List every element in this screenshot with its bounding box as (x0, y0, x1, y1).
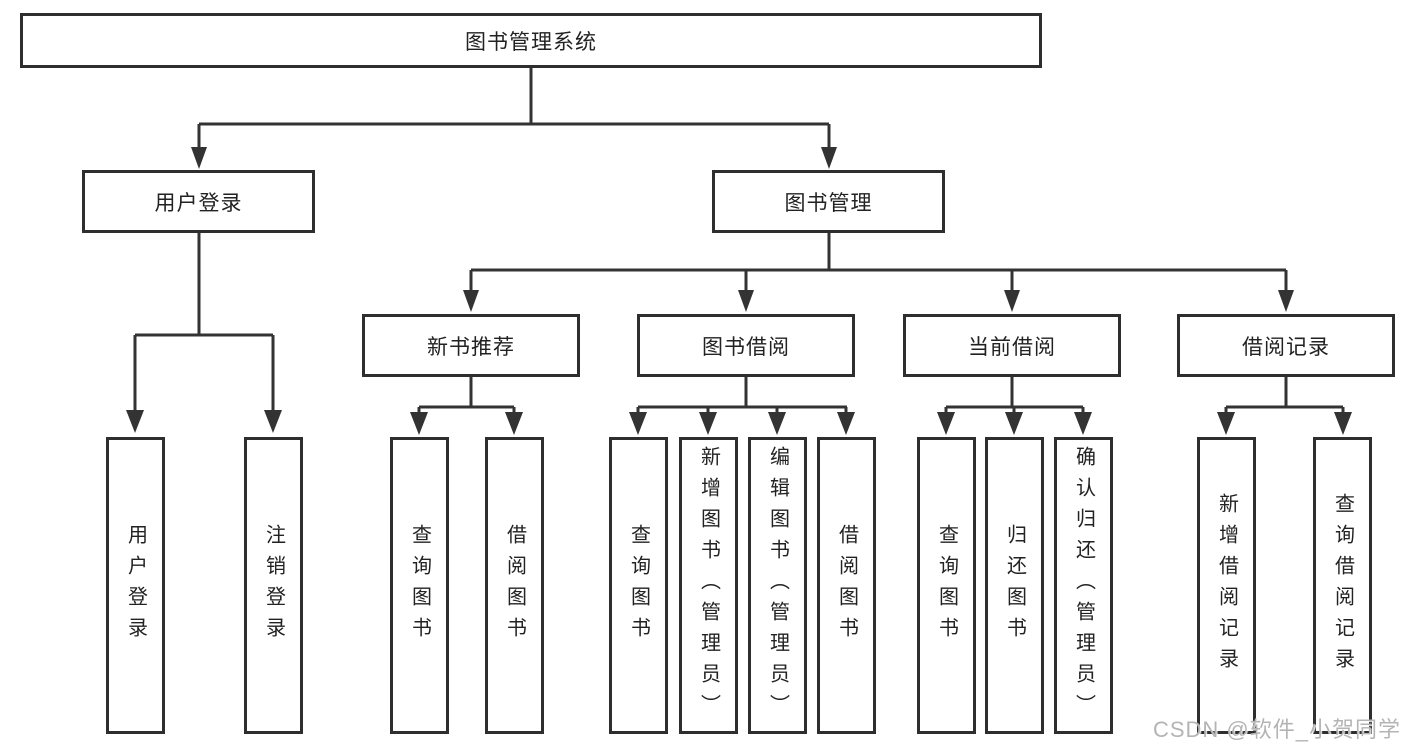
node-new-book-recommend-label: 新书推荐 (427, 335, 515, 359)
leaf-return-books-label: 归还图书 (1003, 523, 1026, 648)
node-borrowing-records: 借阅记录 (1177, 314, 1395, 377)
node-borrowing-records-label: 借阅记录 (1242, 335, 1330, 359)
leaf-logout-label: 注销登录 (262, 523, 285, 648)
leaf-return-books: 归还图书 (985, 437, 1044, 734)
arrowheads (126, 147, 1352, 435)
node-book-management: 图书管理 (712, 170, 945, 233)
node-user-login-label: 用户登录 (154, 191, 243, 215)
leaf-user-login-label: 用户登录 (124, 523, 147, 648)
leaf-confirm-return-admin: 确认归还（管理员） (1054, 437, 1113, 734)
leaf-borrow-books-label: 借阅图书 (835, 523, 858, 648)
node-current-borrowing-label: 当前借阅 (968, 335, 1056, 359)
leaf-query-books-borrow: 查询图书 (609, 437, 668, 734)
leaf-logout: 注销登录 (244, 437, 303, 734)
leaf-edit-books-admin: 编辑图书（管理员） (748, 437, 807, 734)
leaf-borrow-books-recommend: 借阅图书 (485, 437, 544, 734)
node-current-borrowing: 当前借阅 (903, 314, 1121, 377)
leaf-add-borrow-record-label: 新增借阅记录 (1215, 492, 1238, 679)
node-library-system: 图书管理系统 (20, 13, 1042, 68)
node-book-borrowing-label: 图书借阅 (702, 335, 790, 359)
leaf-query-borrow-record: 查询借阅记录 (1313, 437, 1372, 734)
leaf-borrow-books: 借阅图书 (817, 437, 876, 734)
leaf-add-books-admin-label: 新增图书（管理员） (697, 446, 720, 725)
node-book-management-label: 图书管理 (784, 191, 873, 215)
leaf-query-borrow-record-label: 查询借阅记录 (1331, 492, 1354, 679)
leaf-query-books-current-label: 查询图书 (935, 523, 958, 648)
leaf-add-borrow-record: 新增借阅记录 (1197, 437, 1256, 734)
leaf-edit-books-admin-label: 编辑图书（管理员） (766, 446, 789, 725)
node-new-book-recommend: 新书推荐 (362, 314, 580, 377)
leaf-add-books-admin: 新增图书（管理员） (679, 437, 738, 734)
leaf-query-books-recommend: 查询图书 (390, 437, 449, 734)
csdn-watermark: CSDN @软件_小贺同学 (1152, 717, 1401, 742)
node-library-system-label: 图书管理系统 (465, 30, 597, 54)
leaf-query-books-recommend-label: 查询图书 (408, 523, 431, 648)
leaf-borrow-books-recommend-label: 借阅图书 (503, 523, 526, 648)
leaf-query-books-current: 查询图书 (917, 437, 976, 734)
node-user-login: 用户登录 (82, 170, 315, 233)
connector-segments (133, 68, 1345, 415)
leaf-user-login: 用户登录 (106, 437, 165, 734)
leaf-query-books-borrow-label: 查询图书 (627, 523, 650, 648)
node-book-borrowing: 图书借阅 (637, 314, 855, 377)
leaf-confirm-return-admin-label: 确认归还（管理员） (1072, 446, 1095, 725)
